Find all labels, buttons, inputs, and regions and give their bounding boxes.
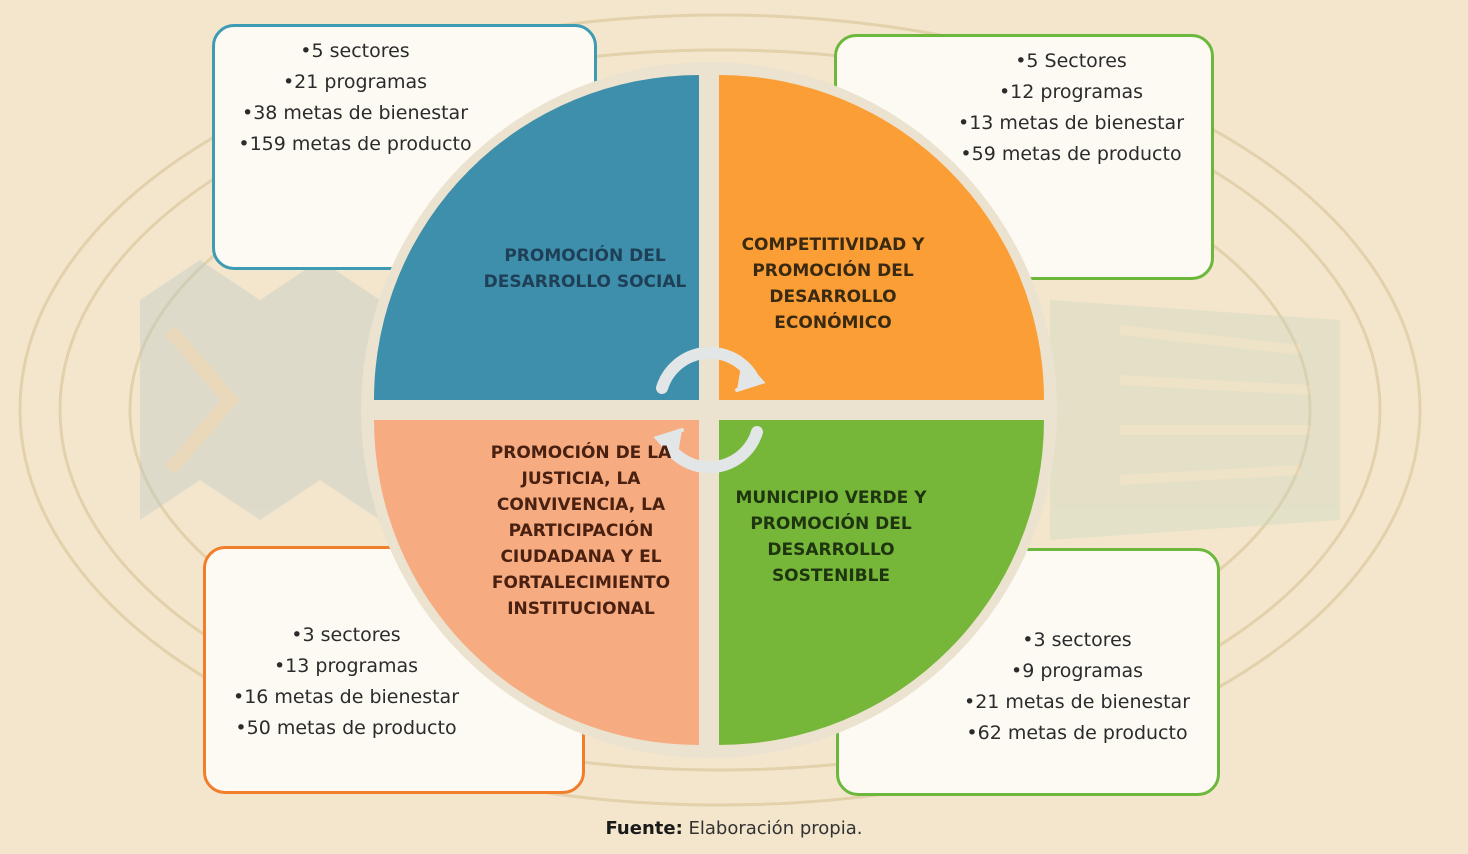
list-item: 9 programas xyxy=(937,656,1217,687)
quadrant-justice xyxy=(374,420,699,745)
quadrant-green xyxy=(719,420,1044,745)
quadrant-green-label: MUNICIPIO VERDE Y PROMOCIÓN DEL DESARROL… xyxy=(735,488,927,586)
justice-stats-box: 3 sectores 13 programas 16 metas de bien… xyxy=(203,546,585,794)
list-item: 62 metas de producto xyxy=(937,718,1217,749)
list-item: 13 programas xyxy=(206,651,486,682)
list-item: 5 sectores xyxy=(215,36,495,67)
list-item: 13 metas de bienestar xyxy=(931,108,1211,139)
source-caption: Fuente: Elaboración propia. xyxy=(0,818,1468,839)
quadrant-social-label: PROMOCIÓN DEL DESARROLLO SOCIAL xyxy=(483,246,687,292)
quadrant-economic-label: COMPETITIVIDAD Y PROMOCIÓN DEL DESARROLL… xyxy=(741,235,925,333)
list-item: 3 sectores xyxy=(206,620,486,651)
quadrant-economic xyxy=(719,75,1044,400)
list-item: 21 programas xyxy=(215,67,495,98)
quadrant-social xyxy=(374,75,699,400)
list-item: 50 metas de producto xyxy=(206,713,486,744)
list-item: 21 metas de bienestar xyxy=(937,687,1217,718)
cycle-arrows-icon xyxy=(653,346,766,474)
wheel-ring xyxy=(361,62,1057,758)
quadrant-justice-label: PROMOCIÓN DE LA JUSTICIA, LA CONVIVENCIA… xyxy=(490,443,672,619)
source-prefix: Fuente: xyxy=(605,818,683,839)
source-text: Elaboración propia. xyxy=(688,818,863,839)
list-item: 12 programas xyxy=(931,77,1211,108)
list-item: 16 metas de bienestar xyxy=(206,682,486,713)
list-item: 159 metas de producto xyxy=(215,129,495,160)
list-item: 59 metas de producto xyxy=(931,139,1211,170)
list-item: 5 Sectores xyxy=(931,46,1211,77)
list-item: 3 sectores xyxy=(937,625,1217,656)
list-item: 38 metas de bienestar xyxy=(215,98,495,129)
